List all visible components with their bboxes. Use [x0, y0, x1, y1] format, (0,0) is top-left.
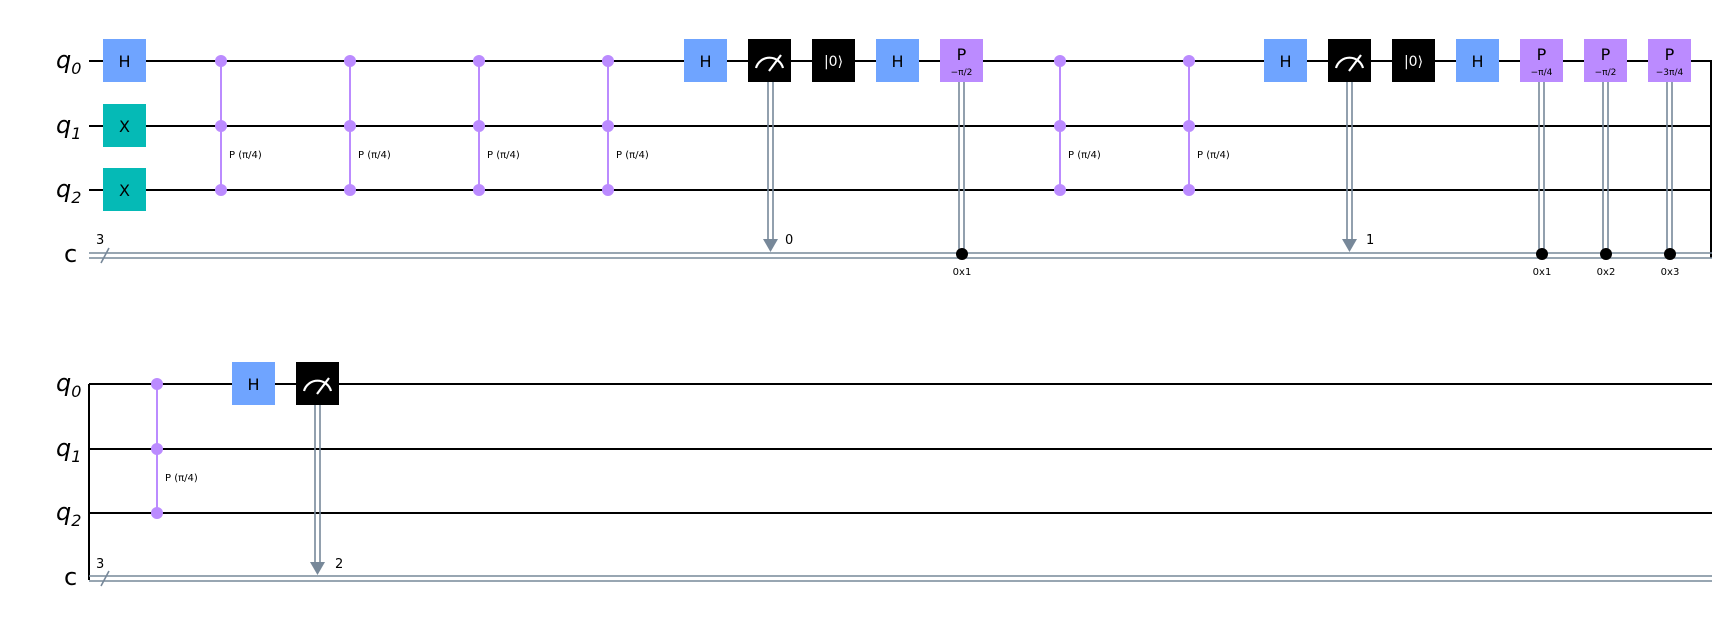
reset-gate: |0⟩	[1392, 39, 1435, 82]
svg-text:−3π/4: −3π/4	[1656, 68, 1684, 78]
svg-text:X: X	[119, 181, 130, 200]
svg-text:−π/4: −π/4	[1531, 68, 1553, 78]
h-gate: H	[1264, 39, 1307, 82]
h-gate: H	[876, 39, 919, 82]
h-gate: H	[232, 362, 275, 405]
creg-size-label: 3	[96, 233, 104, 248]
wire-label-q0: q0	[56, 46, 81, 78]
reset-gate: |0⟩	[812, 39, 855, 82]
creg-size-label: 3	[96, 557, 104, 572]
cphase-gate: P (π/4)	[602, 55, 649, 196]
svg-text:H: H	[1279, 52, 1291, 71]
conditional-p-gate: P −π/2 0x2	[1584, 39, 1627, 278]
meter-icon	[1334, 56, 1365, 69]
svg-text:H: H	[891, 52, 903, 71]
conditional-p-gate: P −π/2 0x1	[940, 39, 983, 278]
bus-slash	[100, 247, 110, 264]
cphase-gate: P (π/4)	[473, 55, 520, 196]
measure-bit-label: 1	[1366, 233, 1374, 248]
wire-label-q0: q0	[56, 369, 81, 401]
svg-text:P: P	[1537, 45, 1547, 64]
svg-text:H: H	[118, 52, 130, 71]
cphase-label: P (π/4)	[616, 150, 649, 161]
condition-label: 0x1	[953, 267, 972, 278]
condition-label: 0x1	[1533, 267, 1552, 278]
measure-bit-label: 2	[335, 557, 343, 572]
svg-text:|0⟩: |0⟩	[824, 54, 843, 70]
cphase-gate: P (π/4)	[1183, 55, 1230, 196]
svg-text:H: H	[1471, 52, 1483, 71]
h-gate: H	[103, 39, 146, 82]
wire-label-c: c	[64, 240, 77, 268]
measure-bit-label: 0	[785, 233, 793, 248]
cphase-gate: P (π/4)	[215, 55, 262, 196]
bus-slash	[100, 570, 110, 587]
svg-text:|0⟩: |0⟩	[1404, 54, 1423, 70]
wire-label-q1: q1	[56, 434, 81, 466]
svg-text:P: P	[957, 45, 967, 64]
svg-text:X: X	[119, 117, 130, 136]
meter-icon	[754, 56, 785, 69]
x-gate: X	[103, 168, 146, 211]
cphase-label: P (π/4)	[1068, 150, 1101, 161]
svg-text:P: P	[1601, 45, 1611, 64]
svg-text:−π/2: −π/2	[951, 68, 973, 78]
condition-label: 0x3	[1661, 267, 1680, 278]
cphase-label: P (π/4)	[487, 150, 520, 161]
cphase-label: P (π/4)	[165, 473, 198, 484]
cphase-label: P (π/4)	[229, 150, 262, 161]
svg-text:−π/2: −π/2	[1595, 68, 1617, 78]
condition-label: 0x2	[1597, 267, 1616, 278]
measure-gate: 1	[1328, 39, 1374, 252]
wire-label-q1: q1	[56, 111, 81, 143]
h-gate: H	[1456, 39, 1499, 82]
wire-label-q2: q2	[56, 498, 81, 530]
cphase-label: P (π/4)	[358, 150, 391, 161]
cphase-gate: P (π/4)	[344, 55, 391, 196]
wire-label-q2: q2	[56, 175, 81, 207]
conditional-p-gate: P −3π/4 0x3	[1648, 39, 1691, 278]
cphase-gate: P (π/4)	[151, 378, 198, 519]
wire-label-c: c	[64, 563, 77, 591]
measure-gate: 0	[748, 39, 793, 252]
h-gate: H	[684, 39, 727, 82]
svg-text:P: P	[1665, 45, 1675, 64]
measure-gate: 2	[296, 362, 343, 575]
conditional-p-gate: P −π/4 0x1	[1520, 39, 1563, 278]
cphase-label: P (π/4)	[1197, 150, 1230, 161]
svg-text:H: H	[247, 375, 259, 394]
cphase-gate: P (π/4)	[1054, 55, 1101, 196]
meter-icon	[302, 379, 333, 392]
x-gate: X	[103, 104, 146, 147]
svg-text:H: H	[699, 52, 711, 71]
